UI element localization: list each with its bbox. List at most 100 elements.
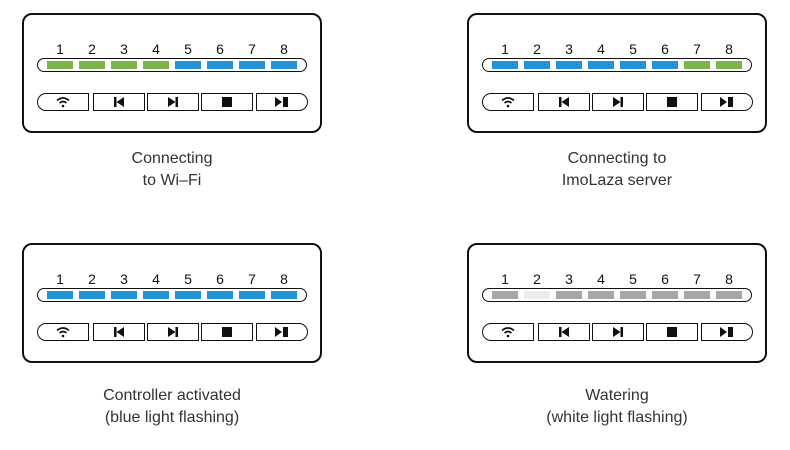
button-row [37, 323, 309, 341]
play-pause-button[interactable] [701, 93, 753, 111]
led-bar [482, 288, 752, 302]
skip-next-icon [167, 327, 179, 337]
previous-button[interactable] [538, 323, 590, 341]
play-pause-icon [275, 327, 289, 337]
zone-led-2 [524, 61, 550, 69]
previous-button[interactable] [93, 93, 145, 111]
zone-number-7: 7 [693, 271, 701, 287]
zone-led-4 [143, 61, 169, 69]
zone-led-8 [716, 61, 742, 69]
caption-line-2: to Wi–Fi [142, 172, 202, 189]
zone-led-3 [556, 61, 582, 69]
play-pause-icon [275, 97, 289, 107]
status-caption: Controller activated (blue light flashin… [22, 385, 322, 429]
zone-number-4: 4 [152, 271, 160, 287]
zone-number-8: 8 [280, 41, 288, 57]
zone-led-1 [47, 291, 73, 299]
stop-icon [667, 327, 677, 337]
caption-line-1: Connecting [131, 150, 213, 167]
next-button[interactable] [147, 93, 199, 111]
next-button[interactable] [592, 93, 644, 111]
led-bar [37, 288, 307, 302]
status-caption: Connecting to Wi–Fi [22, 148, 322, 192]
zone-led-5 [175, 61, 201, 69]
zone-number-2: 2 [533, 271, 541, 287]
zone-led-2 [79, 61, 105, 69]
zone-led-7 [239, 291, 265, 299]
status-caption: Watering (white light flashing) [467, 385, 767, 429]
zone-number-1: 1 [56, 41, 64, 57]
caption-line-1: Watering [585, 387, 649, 404]
skip-previous-icon [113, 327, 125, 337]
zone-led-5 [620, 61, 646, 69]
previous-button[interactable] [93, 323, 145, 341]
skip-previous-icon [558, 327, 570, 337]
zone-led-3 [111, 291, 137, 299]
zone-led-1 [492, 291, 518, 299]
wifi-button[interactable] [482, 93, 534, 111]
zone-led-2 [524, 291, 550, 299]
stop-button[interactable] [201, 93, 253, 111]
zone-led-8 [271, 61, 297, 69]
zone-number-6: 6 [216, 271, 224, 287]
zone-led-4 [588, 61, 614, 69]
play-pause-button[interactable] [256, 93, 308, 111]
zone-led-5 [175, 291, 201, 299]
zone-number-1: 1 [501, 41, 509, 57]
zone-led-6 [652, 61, 678, 69]
skip-previous-icon [113, 97, 125, 107]
stop-icon [667, 97, 677, 107]
led-bar [482, 58, 752, 72]
zone-led-1 [47, 61, 73, 69]
zone-led-4 [588, 291, 614, 299]
skip-next-icon [612, 97, 624, 107]
play-pause-button[interactable] [256, 323, 308, 341]
status-caption: Connecting to ImoLaza server [467, 148, 767, 192]
skip-previous-icon [558, 97, 570, 107]
skip-next-icon [612, 327, 624, 337]
next-button[interactable] [147, 323, 199, 341]
wifi-icon [501, 96, 515, 108]
zone-number-7: 7 [248, 41, 256, 57]
stop-icon [222, 97, 232, 107]
next-button[interactable] [592, 323, 644, 341]
zone-number-5: 5 [629, 271, 637, 287]
caption-line-1: Connecting to [567, 150, 667, 167]
wifi-button[interactable] [482, 323, 534, 341]
stop-button[interactable] [646, 93, 698, 111]
button-row [482, 93, 754, 111]
zone-number-3: 3 [565, 41, 573, 57]
zone-number-7: 7 [248, 271, 256, 287]
zone-number-8: 8 [725, 271, 733, 287]
zone-number-4: 4 [597, 271, 605, 287]
wifi-button[interactable] [37, 93, 89, 111]
zone-led-6 [207, 61, 233, 69]
caption-line-2: (white light flashing) [546, 409, 688, 426]
wifi-icon [501, 326, 515, 338]
zone-number-3: 3 [565, 271, 573, 287]
zone-led-7 [239, 61, 265, 69]
wifi-icon [56, 96, 70, 108]
zone-number-4: 4 [152, 41, 160, 57]
zone-number-8: 8 [280, 271, 288, 287]
zone-led-2 [79, 291, 105, 299]
caption-line-2: ImoLaza server [561, 172, 673, 189]
zone-number-2: 2 [88, 41, 96, 57]
zone-number-1: 1 [501, 271, 509, 287]
previous-button[interactable] [538, 93, 590, 111]
stop-button[interactable] [646, 323, 698, 341]
play-pause-button[interactable] [701, 323, 753, 341]
stop-button[interactable] [201, 323, 253, 341]
zone-led-6 [207, 291, 233, 299]
zone-number-6: 6 [216, 41, 224, 57]
wifi-button[interactable] [37, 323, 89, 341]
zone-led-8 [716, 291, 742, 299]
zone-number-2: 2 [88, 271, 96, 287]
caption-line-1: Controller activated [103, 387, 241, 404]
